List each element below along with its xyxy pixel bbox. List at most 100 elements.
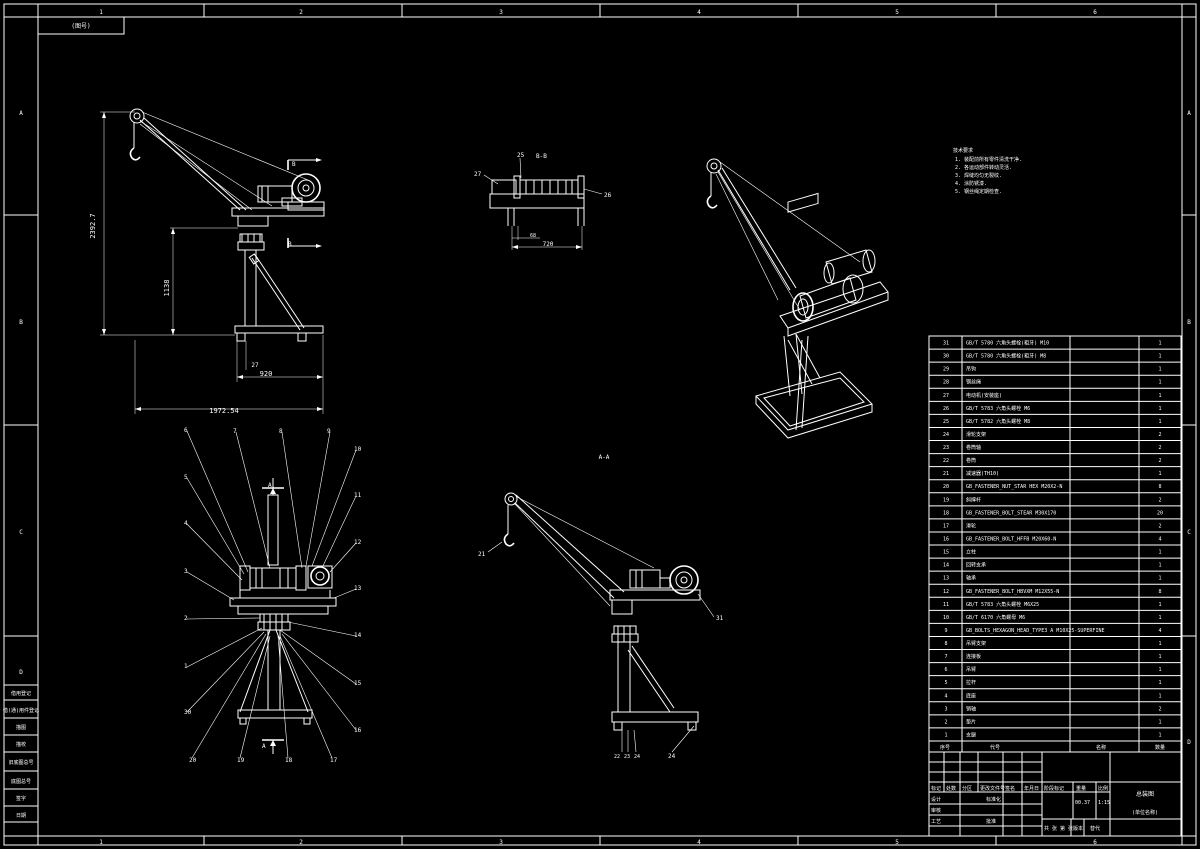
- top-zone-4: 4: [697, 9, 701, 16]
- callout-8: 8: [279, 428, 283, 435]
- callout-side-24b: 24: [668, 753, 676, 760]
- callout-18: 18: [285, 757, 293, 764]
- callout-12: 12: [354, 539, 362, 546]
- bom-row-name: GB_BOLTS_HEXAGON_HEAD_TYPE3 A M10X25-SUP…: [966, 628, 1104, 634]
- bom-row-qty: 1: [1158, 471, 1161, 477]
- section-bb-title: B-B: [536, 153, 547, 160]
- top-zone-3: 3: [499, 9, 503, 16]
- right-zone-c: C: [1187, 529, 1191, 536]
- callout-17: 17: [330, 757, 338, 764]
- tb-company: (单位名称): [1132, 809, 1158, 816]
- strip-5: 底图总号: [11, 778, 31, 785]
- bom-header-name: 名称: [1096, 744, 1106, 751]
- bottom-zone-1: 1: [99, 839, 103, 846]
- bom-row-qty: 1: [1158, 563, 1161, 569]
- bottom-zone-3: 3: [499, 839, 503, 846]
- notes-line-1: 1. 装配前所有零件清洗干净.: [955, 156, 1022, 163]
- bom-row-name: 斜撑杆: [966, 496, 981, 503]
- bom-row-no: 31: [943, 341, 949, 347]
- bom-row-qty: 2: [1158, 497, 1161, 503]
- bom-row-name: GB/T 5780 六角头螺栓(粗牙) M8: [966, 353, 1046, 360]
- dim-bb-width: 720: [543, 241, 554, 248]
- dim-total-width: 1972.54: [209, 407, 239, 415]
- bom-row-qty: 2: [1158, 445, 1161, 451]
- callout-10: 10: [354, 446, 362, 453]
- bom-row-qty: 8: [1158, 484, 1161, 490]
- left-zone-c: C: [19, 529, 23, 536]
- tb-col-date: 年月日: [1024, 785, 1039, 792]
- bom-row-qty: 1: [1158, 732, 1161, 738]
- bom-row-name: 吊臂支架: [966, 640, 986, 647]
- notes-line-3: 3. 焊缝均匀无裂纹.: [955, 172, 1002, 179]
- tb-row-design: 设计: [931, 796, 941, 803]
- bom-row-no: 8: [944, 641, 947, 647]
- tb-approve: 批准: [986, 818, 996, 825]
- bom-row-name: 连接板: [966, 653, 981, 660]
- bom-header-no: 序号: [940, 744, 950, 751]
- callout-5: 5: [184, 474, 188, 481]
- callout-side-21: 21: [478, 551, 486, 558]
- dim-bb-offset: 68: [530, 233, 536, 239]
- bom-row-no: 18: [943, 510, 949, 516]
- tb-scale-label: 比例: [1098, 785, 1108, 792]
- bom-row-no: 17: [943, 523, 949, 529]
- bottom-zone-2: 2: [299, 839, 303, 846]
- section-b-mark-top: B: [292, 161, 296, 168]
- bom-row-no: 19: [943, 497, 949, 503]
- bom-row-name: 拉杆: [966, 679, 976, 686]
- right-zone-a: A: [1187, 110, 1191, 117]
- top-zone-1: 1: [99, 9, 103, 16]
- left-zone-b: B: [19, 319, 23, 326]
- bom-row-no: 1: [944, 732, 947, 738]
- bom-row-qty: 2: [1158, 458, 1161, 464]
- callout-14: 14: [354, 632, 362, 639]
- tb-col-change: 更改文件号: [980, 785, 1005, 792]
- bom-row-name: GB_FASTENER_BOLT_STEAR M30X170: [966, 510, 1056, 516]
- callout-side-23: 23: [624, 754, 630, 760]
- bom-row-no: 2: [944, 719, 947, 725]
- callout-6: 6: [184, 427, 188, 434]
- strip-6: 签字: [16, 795, 26, 802]
- bom-header-code: 代号: [990, 744, 1000, 751]
- tb-stage-label: 阶段标记: [1044, 785, 1064, 792]
- bom-row-qty: 1: [1158, 393, 1161, 399]
- tb-version: 版本: [1073, 825, 1083, 832]
- bom-row-qty: 1: [1158, 602, 1161, 608]
- bom-row-qty: 1: [1158, 380, 1161, 386]
- bom-row-no: 14: [943, 563, 949, 569]
- tb-col-count: 处数: [946, 785, 956, 792]
- section-a-mark-bottom: A: [262, 743, 266, 750]
- bom-row-no: 6: [944, 667, 947, 673]
- bom-row-qty: 1: [1158, 354, 1161, 360]
- bom-row-qty: 1: [1158, 367, 1161, 373]
- bom-row-qty: 1: [1158, 341, 1161, 347]
- bom-row-name: 销轴: [966, 705, 976, 712]
- bom-row-name: GB/T 5783 六角头螺栓 M6: [966, 405, 1030, 412]
- bom-row-name: 滑轮支架: [966, 431, 986, 438]
- strip-4: 旧底图总号: [8, 759, 33, 766]
- left-revision-strip: 借用登记 借(通)用件登记 描图 描校 旧底图总号 底图总号 签字 日期: [3, 684, 39, 837]
- callout-9: 9: [327, 428, 331, 435]
- bom-row-name: 轴承: [966, 575, 976, 582]
- callout-20: 20: [189, 757, 197, 764]
- section-b-mark-bottom: B: [288, 241, 292, 248]
- bom-row-qty: 1: [1158, 719, 1161, 725]
- bom-row-qty: 8: [1158, 589, 1161, 595]
- bom-row-no: 30: [943, 354, 949, 360]
- bom-row-qty: 4: [1158, 537, 1161, 543]
- tb-replaced: 替代: [1090, 825, 1100, 832]
- bom-row-no: 9: [944, 628, 947, 634]
- notes-line-4: 4. 涂防锈漆.: [955, 180, 987, 187]
- callout-19: 19: [237, 757, 245, 764]
- tb-row-review: 审核: [931, 807, 941, 814]
- bom-row-no: 24: [943, 432, 949, 438]
- bom-row-no: 3: [944, 706, 947, 712]
- bom-row-no: 4: [944, 693, 947, 699]
- callout-30: 30: [184, 709, 192, 716]
- right-zone-d: D: [1187, 739, 1191, 746]
- zone-labels: 1 2 3 4 5 6 1 2 3 4 5 6 A B C D A B C D: [19, 9, 1191, 846]
- bom-row-no: 28: [943, 380, 949, 386]
- bom-row-no: 11: [943, 602, 949, 608]
- bom-row-name: 卷筒轴: [966, 444, 981, 451]
